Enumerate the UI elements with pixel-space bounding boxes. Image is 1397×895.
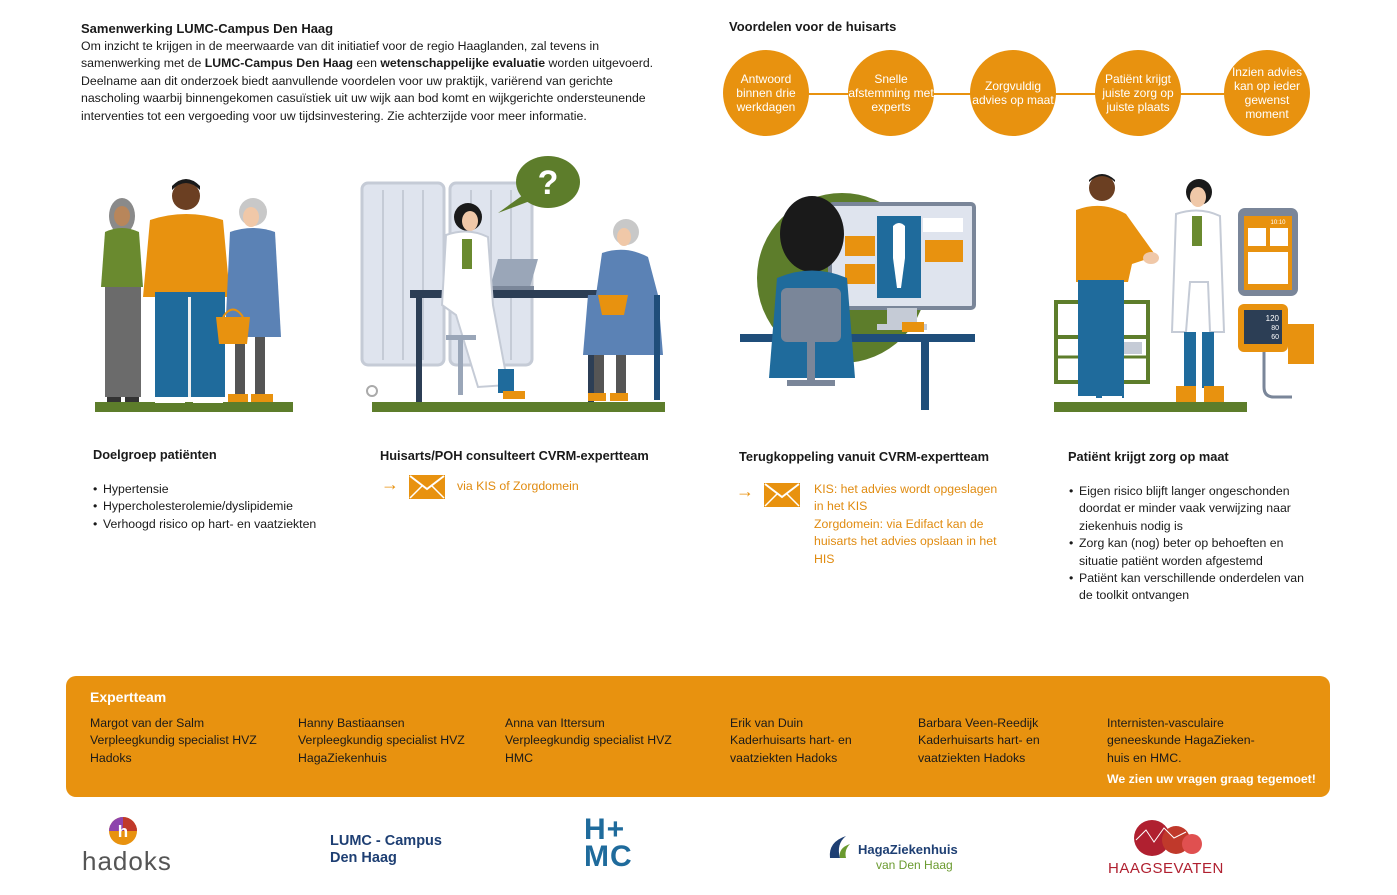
hadoks-logo: h hadoks [82,816,172,876]
benefit-circle-2: Snelle afstemming met experts [848,50,934,136]
benefit-circle-5: Inzien advies kan op ieder gewenst momen… [1224,50,1310,136]
consultation-illustration: ? [360,156,665,412]
haagse-vaten-logo: HAAGSEVATEN [1108,818,1223,878]
list-item: Patiënt kan verschillende onderdelen van… [1069,570,1304,605]
terugkoppeling-note: KIS: het advies wordt opgeslagen in het … [814,482,998,566]
bp-pulse: 60 [1271,334,1279,341]
expertteam-panel [66,676,1330,797]
step-title-consult: Huisarts/POH consulteert CVRM-expertteam [380,448,649,463]
hadoks-h-icon: h [109,817,137,845]
arrow-right-icon: → [736,481,754,501]
list-item: Zorg kan (nog) beter op behoeften ensitu… [1069,535,1304,570]
patients-illustration [95,179,293,412]
benefit-circle-1: Antwoord binnen drie werkdagen [723,50,809,136]
question-mark: ? [538,164,559,202]
heart-vessels-icon [1134,820,1202,856]
intro-body: Om inzicht te krijgen in de meerwaarde v… [81,39,654,123]
hagaziekenhuis-logo: HagaZiekenhuis van Den Haag [826,832,966,872]
hmc-logo: H+ MC [584,813,633,873]
tablet-time: 10:10 [1270,220,1286,226]
benefit-circle-4: Patiënt krijgt juiste zorg op juiste pla… [1095,50,1181,136]
consult-channel: via KIS of Zorgdomein [457,479,579,493]
svg-text:h: h [118,822,128,841]
zorg-bullets: Eigen risico blijft langer ongeschondend… [1069,483,1304,605]
list-item: Hypertensie [93,481,316,499]
arrow-right-icon: → [381,474,399,494]
benefit-circle-3: Zorgvuldig advies op maat [970,50,1056,136]
step-title-doelgroep: Doelgroep patiënten [93,447,217,462]
benefits-title: Voordelen voor de huisarts [729,19,897,34]
bp-diastolic: 80 [1271,325,1279,332]
expertteam-title: Expertteam [90,689,167,705]
bp-systolic: 120 [1266,314,1280,323]
doelgroep-bullets: Hypertensie Hypercholesterolemie/dyslipi… [93,481,316,534]
intro-title: Samenwerking LUMC-Campus Den Haag [81,21,334,36]
care-illustration: 10:10 120 80 60 [1054,174,1314,412]
expertteam-illustration [740,193,976,410]
step-title-zorg-op-maat: Patiënt krijgt zorg op maat [1068,449,1229,464]
list-item: Verhoogd risico op hart- en vaatziekten [93,516,316,534]
list-item: Hypercholesterolemie/dyslipidemie [93,498,316,516]
step-title-terugkoppeling: Terugkoppeling vanuit CVRM-expertteam [739,449,990,464]
list-item: Eigen risico blijft langer ongeschondend… [1069,483,1304,535]
lumc-logo: LUMC - Campus Den Haag [330,833,442,866]
envelope-icon [409,475,445,499]
expertteam-closing: We zien uw vragen graag tegemoet! [1107,772,1316,787]
envelope-icon [764,483,800,507]
haga-swoosh-icon [829,836,850,858]
